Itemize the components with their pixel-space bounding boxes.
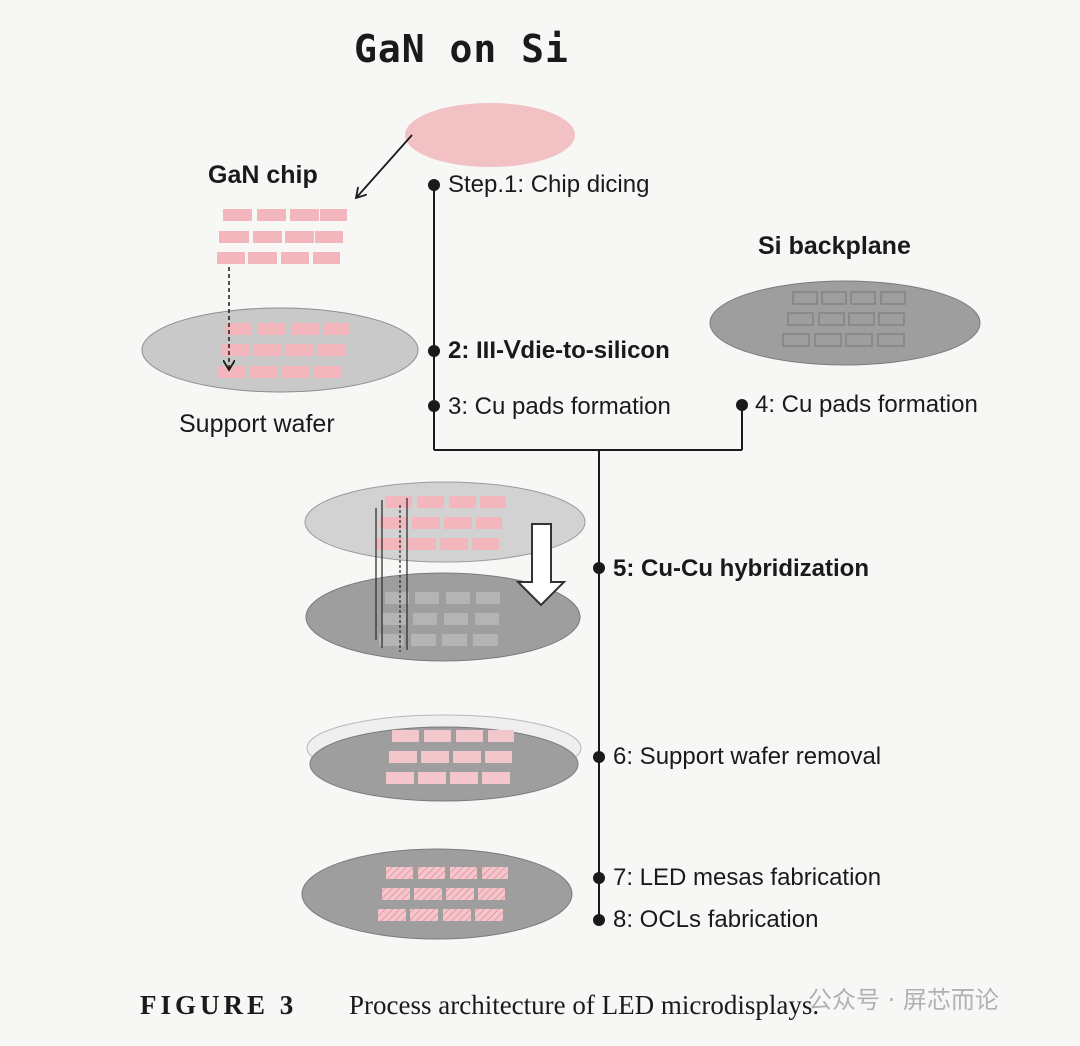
dicing-arrow — [356, 134, 413, 198]
figure-caption: Process architecture of LED microdisplay… — [349, 990, 820, 1020]
flow-dots — [428, 179, 748, 926]
step-1-label: Step.1: Chip dicing — [448, 171, 650, 198]
step-6-label: 6: Support wafer removal — [613, 743, 882, 770]
gan-on-si-wafer — [405, 103, 575, 167]
hybrid-top-chips — [375, 496, 506, 550]
alignment-lines — [375, 498, 408, 652]
si-backplane-wafer — [709, 280, 981, 366]
figure-number: FIGURE 3 — [140, 990, 298, 1020]
step-7-label: 7: LED mesas fabrication — [613, 864, 882, 891]
step-3-label: 3: Cu pads formation — [448, 393, 671, 420]
step-8-label: 8: OCLs fabrication — [613, 906, 819, 933]
si-backplane-pads — [782, 291, 906, 347]
si-backplane-label: Si backplane — [758, 232, 911, 260]
watermark: 公众号 · 屏芯而论 — [808, 986, 999, 1014]
gan-chip-grid — [217, 209, 347, 264]
hybrid-bottom-wafer — [305, 572, 581, 662]
hybridization-arrow — [515, 523, 567, 607]
gan-chip-label: GaN chip — [208, 161, 318, 189]
step-4-label: 4: Cu pads formation — [755, 391, 978, 418]
removal-wafer — [309, 726, 579, 802]
support-wafer-label: Support wafer — [179, 410, 335, 438]
mesa-chips — [378, 867, 508, 921]
hybrid-bottom-pads — [379, 592, 500, 646]
removal-chips — [386, 730, 514, 784]
diagram-title: GaN on Si — [354, 27, 569, 71]
step-5-label: 5: Cu-Cu hybridization — [613, 555, 869, 582]
step-2-label: 2: III-Ⅴdie-to-silicon — [448, 337, 670, 364]
